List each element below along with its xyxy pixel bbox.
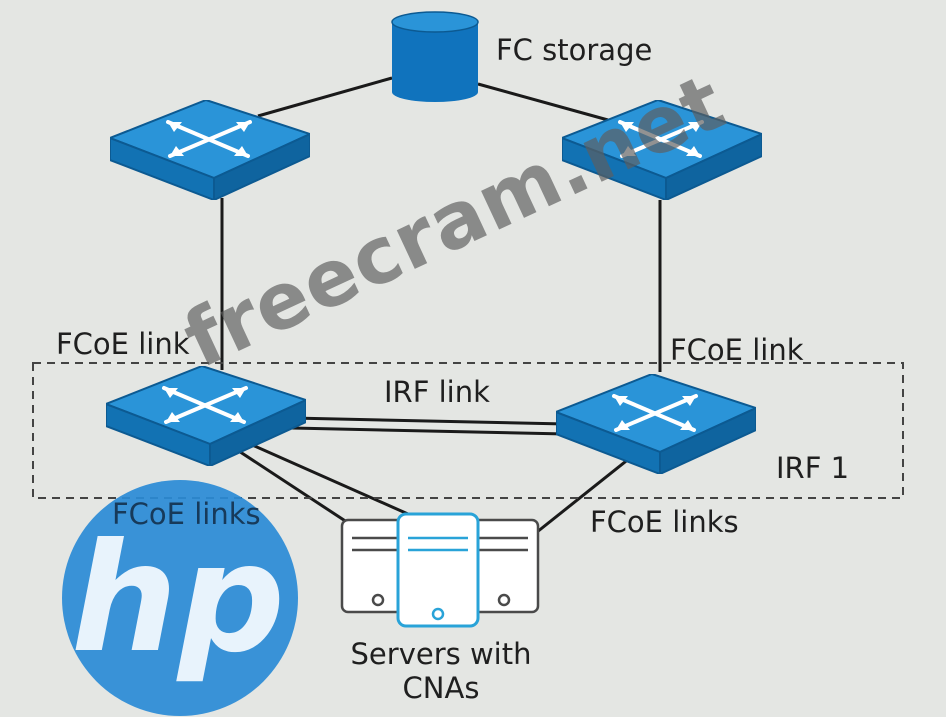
- irf-link-label: IRF link: [384, 375, 490, 409]
- fcoe-link-right-label: FCoE link: [670, 333, 804, 367]
- switch-icon-irf-right: [556, 374, 756, 474]
- link-storage-right: [477, 82, 609, 122]
- fc-storage-label: FC storage: [496, 33, 653, 67]
- irf-link-line-2: [291, 426, 567, 436]
- irf-group-label: IRF 1: [776, 451, 850, 485]
- link-storage-left: [257, 76, 393, 118]
- fcoe-links-right-label: FCoE links: [590, 505, 739, 539]
- server-group-icon: [340, 512, 540, 628]
- fc-storage-icon: [391, 11, 479, 102]
- server-center-icon: [396, 512, 480, 628]
- irf-link-line-1: [291, 416, 567, 426]
- switch-icon-top-left: [110, 100, 310, 200]
- servers-label-line2: CNAs: [402, 671, 480, 705]
- hp-logo-text: hp: [71, 512, 285, 686]
- fcoe-links-left-line-1: [221, 438, 357, 530]
- servers-label-line1: Servers with: [350, 637, 532, 671]
- fcoe-links-right-line: [531, 448, 641, 538]
- hp-logo: hp: [62, 480, 298, 716]
- fcoe-link-left-label: FCoE link: [56, 327, 190, 361]
- fcoe-links-left-label: FCoE links: [112, 497, 261, 531]
- irf-group-box: [32, 362, 904, 499]
- fcoe-links-left-line-2: [231, 434, 409, 516]
